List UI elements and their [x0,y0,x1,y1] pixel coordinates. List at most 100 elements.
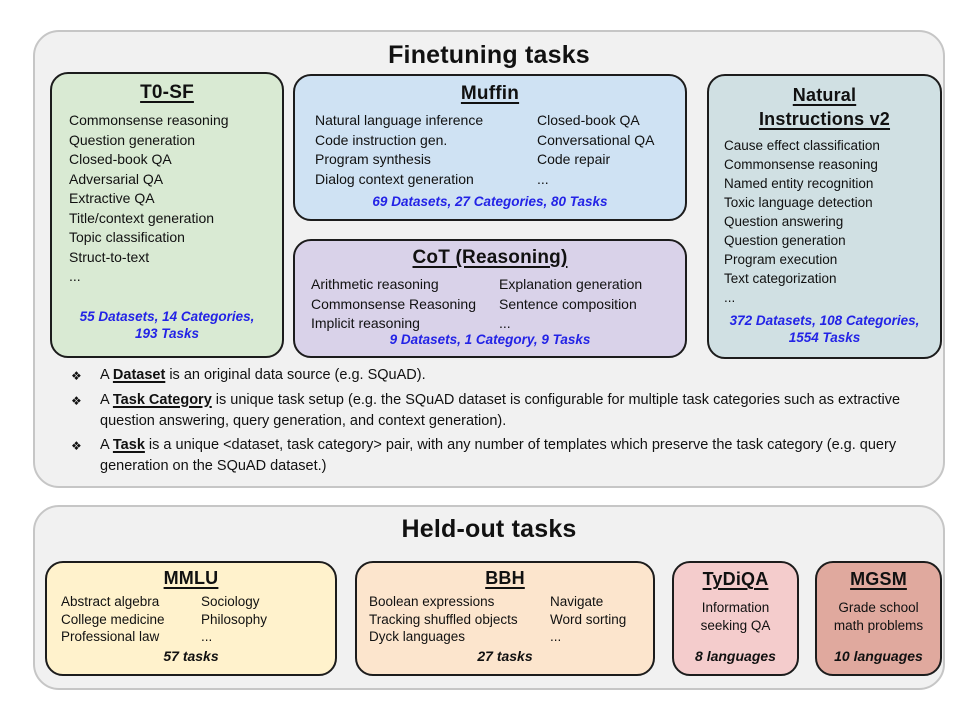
cot-column-left: Arithmetic reasoning Commonsense Reasoni… [311,275,499,334]
list-item: College medicine [61,611,165,627]
list-item: Philosophy [201,611,268,627]
cot-title: CoT (Reasoning) [412,247,568,268]
list-item: Question generation [724,233,846,248]
mmlu-box: MMLU Abstract algebra College medicine P… [45,561,337,676]
stats-line: 193 Tasks [134,326,200,341]
bbh-column-right: Navigate Word sorting ... [550,593,626,646]
list-item: Closed-book QA [537,112,640,128]
list-item: Question generation [69,131,196,148]
finetuning-tasks-section: Finetuning tasks T0-SF Commonsense reaso… [33,30,945,488]
t0sf-task-list: Commonsense reasoning Question generatio… [52,111,282,287]
mmlu-title: MMLU [163,568,219,588]
list-item: Toxic language detection [724,195,873,210]
defined-term: Task Category [112,392,212,408]
muffin-column-right: Closed-book QA Conversational QA Code re… [537,111,655,189]
natural-instructions-v2-box: Natural Instructions v2 Cause effect cla… [707,74,942,359]
list-item: Extractive QA [69,190,155,206]
list-item: Boolean expressions [369,594,495,609]
definition-task-category: ❖ A Task Category is unique task setup (… [71,390,937,432]
list-item: Abstract algebra [61,594,160,609]
list-item: Text categorization [724,271,837,286]
list-item: Navigate [550,594,604,609]
muffin-title: Muffin [460,83,520,104]
t0sf-title: T0-SF [140,82,194,103]
list-item: Cause effect classification [724,138,880,153]
mmlu-column-left: Abstract algebra College medicine Profes… [61,593,201,646]
list-item: Question answering [724,214,844,229]
list-item: Professional law [61,629,160,644]
cot-task-columns: Arithmetic reasoning Commonsense Reasoni… [295,275,685,334]
finetuning-section-title: Finetuning tasks [388,41,590,69]
desc-line: Grade school [838,600,919,615]
niv2-task-list: Cause effect classification Commonsense … [709,136,940,307]
list-item: Natural language inference [315,112,484,128]
definition-dataset: ❖ A Dataset is an original data source (… [71,365,937,387]
list-item: ... [724,290,736,305]
list-item: Tracking shuffled objects [369,611,518,627]
list-item: Closed-book QA [69,151,172,167]
muffin-box: Muffin Natural language inference Code i… [293,74,687,221]
list-item: Title/context generation [69,209,215,226]
tydiqa-title: TyDiQA [702,569,769,589]
list-item: ... [499,315,511,331]
stats-line: 372 Datasets, 108 Categories, [729,313,920,328]
mmlu-column-right: Sociology Philosophy ... [201,593,267,646]
tydiqa-description: Information seeking QA [674,599,797,634]
diamond-bullet-icon: ❖ [71,369,82,383]
list-item: Program execution [724,252,838,267]
cot-box: CoT (Reasoning) Arithmetic reasoning Com… [293,239,687,358]
list-item: Named entity recognition [724,176,874,191]
list-item: Sociology [201,594,260,609]
cot-stats: 9 Datasets, 1 Category, 9 Tasks [389,332,591,347]
stats-line: 55 Datasets, 14 Categories, [79,309,255,324]
list-item: Topic classification [69,229,185,245]
list-item: Conversational QA [537,131,655,148]
list-item: Dialog context generation [315,170,474,187]
list-item: Explanation generation [499,276,643,292]
definitions-list: ❖ A Dataset is an original data source (… [71,365,937,480]
bbh-column-left: Boolean expressions Tracking shuffled ob… [369,593,550,646]
niv2-title: Natural Instructions v2 [758,85,891,129]
list-item: ... [550,629,562,644]
defined-term: Dataset [112,367,166,383]
muffin-column-left: Natural language inference Code instruct… [315,111,537,189]
list-item: Code instruction gen. [315,131,448,148]
definition-text: A Task is a unique <dataset, task catego… [100,437,897,474]
tydiqa-box: TyDiQA Information seeking QA 8 language… [672,561,799,676]
muffin-stats: 69 Datasets, 27 Categories, 80 Tasks [372,194,608,209]
mmlu-stats: 57 tasks [163,648,219,664]
cot-column-right: Explanation generation Sentence composit… [499,275,642,334]
definition-text: A Dataset is an original data source (e.… [100,367,426,383]
list-item: ... [201,629,213,644]
tydiqa-stats: 8 languages [695,648,776,664]
mgsm-title: MGSM [850,569,907,589]
list-item: ... [537,170,549,187]
bbh-title: BBH [485,568,525,588]
desc-line: seeking QA [700,617,771,633]
definition-text: A Task Category is unique task setup (e.… [100,392,901,429]
diamond-bullet-icon: ❖ [71,439,82,453]
list-item: Dyck languages [369,629,466,644]
desc-line: math problems [833,617,924,633]
muffin-task-columns: Natural language inference Code instruct… [295,111,685,189]
list-item: Commonsense reasoning [69,112,229,128]
list-item: Struct-to-text [69,248,150,265]
mmlu-task-columns: Abstract algebra College medicine Profes… [47,593,335,646]
bbh-task-columns: Boolean expressions Tracking shuffled ob… [357,593,653,646]
mgsm-stats: 10 languages [834,648,923,664]
mgsm-box: MGSM Grade school math problems 10 langu… [815,561,942,676]
t0sf-box: T0-SF Commonsense reasoning Question gen… [50,72,284,358]
diamond-bullet-icon: ❖ [71,394,82,408]
list-item: Commonsense Reasoning [311,295,476,312]
t0sf-stats: 55 Datasets, 14 Categories, 193 Tasks [52,308,282,342]
heldout-section-title: Held-out tasks [401,515,577,543]
bbh-stats: 27 tasks [477,648,533,664]
stats-line: 1554 Tasks [788,330,861,345]
list-item: Code repair [537,151,611,167]
definition-task: ❖ A Task is a unique <dataset, task cate… [71,435,937,477]
list-item: ... [69,268,81,284]
list-item: Implicit reasoning [311,315,420,331]
niv2-stats: 372 Datasets, 108 Categories, 1554 Tasks [709,312,940,346]
list-item: Program synthesis [315,151,431,167]
